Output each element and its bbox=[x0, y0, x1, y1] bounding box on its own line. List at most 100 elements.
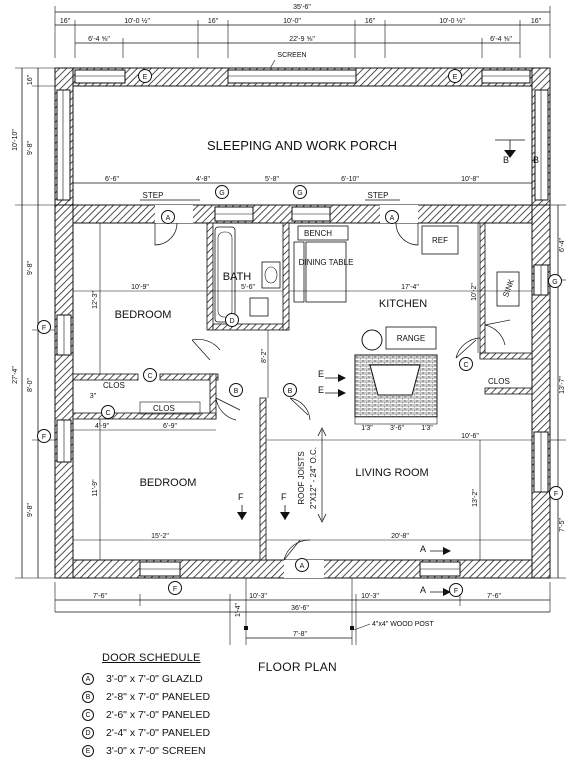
bathroom-fixtures bbox=[214, 226, 281, 323]
dim-left-98b: 9'-8" bbox=[27, 261, 34, 275]
dim-left-16: 16" bbox=[27, 74, 34, 85]
schedule-mark: A bbox=[82, 673, 94, 685]
schedule-mark: C bbox=[82, 709, 94, 721]
door-schedule-title: DOOR SCHEDULE bbox=[102, 652, 201, 664]
dim-porch-58: 5'-8" bbox=[265, 176, 279, 183]
section-label-e-2: E bbox=[318, 385, 324, 395]
room-label-kitchen: KITCHEN bbox=[379, 298, 427, 310]
schedule-mark: B bbox=[82, 691, 94, 703]
bench-label: BENCH bbox=[304, 229, 332, 238]
bottom-dimensions: 7'-6" 10'-3" 10'-3" 7'-6" 36'-6" 7'-8" 1… bbox=[54, 578, 551, 645]
dim-bot-365: 36'-6" bbox=[291, 605, 309, 612]
dim-porch-108: 10'-8" bbox=[461, 176, 479, 183]
porch-dimensions: 6'-6" 4'-8" 5'-8" 6'-10" 10'-8" STEP STE… bbox=[73, 176, 532, 201]
dim-liv-208: 20'-8" bbox=[391, 533, 409, 540]
door-tag-letter: B bbox=[234, 388, 239, 395]
door-tag-circle bbox=[101, 405, 115, 419]
closet-label-1: CLOS bbox=[103, 381, 125, 390]
dim-fp-13: 1'3" bbox=[361, 425, 373, 432]
interior-dimensions: 10'-9" 17'-4" 5'-6" 12'-3" 10'-2" 8'-2" … bbox=[73, 223, 532, 560]
dim-bed-123: 12'-3" bbox=[92, 291, 99, 309]
door-swings bbox=[154, 222, 511, 561]
interior-walls bbox=[72, 222, 533, 561]
schedule-text: 2'-8" x 7'-0" PANELED bbox=[106, 691, 211, 703]
door-tag-letter: B bbox=[288, 388, 293, 395]
door-tag-letter: C bbox=[463, 362, 468, 369]
dim-left-80: 8'-0" bbox=[27, 378, 34, 392]
dim-clos-3: 3" bbox=[90, 393, 97, 400]
closet-label-3: CLOS bbox=[488, 377, 510, 386]
porch-walls bbox=[54, 67, 551, 206]
dim-kit-174: 17'-4" bbox=[401, 284, 419, 291]
dim-right-137: 13'-7" bbox=[559, 376, 566, 394]
dim-bed-152: 15'-2" bbox=[151, 533, 169, 540]
room-label-porch: SLEEPING AND WORK PORCH bbox=[207, 138, 397, 153]
room-label-bath: BATH bbox=[223, 271, 252, 283]
door-tag-letter: C bbox=[105, 410, 110, 417]
dim-clos-69: 6'-9" bbox=[163, 423, 177, 430]
dim-clos-49: 4'-9" bbox=[95, 423, 109, 430]
floor-plan-drawing: 35'-6" 16" 10'-0 ½" 16" 10'-0" 16" 10'-0… bbox=[12, 4, 566, 645]
range-label: RANGE bbox=[397, 334, 425, 343]
door-tag-circle bbox=[449, 583, 463, 597]
dim-bot-103a: 10'-3" bbox=[249, 593, 267, 600]
door-tag-circle bbox=[448, 69, 462, 83]
schedule-text: 3'-0" x 7'-0" SCREEN bbox=[106, 745, 206, 757]
schedule-row: C 2'-6" x 7'-0" PANELED bbox=[82, 706, 282, 724]
dim-top-64a: 6'-4 ⅝" bbox=[88, 36, 110, 43]
screen-note: SCREEN bbox=[277, 52, 306, 59]
roof-joists-line2: 2"X12" - 24" O.C. bbox=[309, 447, 318, 509]
dim-porch-48: 4'-8" bbox=[196, 176, 210, 183]
schedule-row: B 2'-8" x 7'-0" PANELED bbox=[82, 688, 282, 706]
door-tag-letter: G bbox=[219, 190, 224, 197]
dim-top-10a: 10'-0 ½" bbox=[124, 17, 150, 25]
schedule-text: 3'-0" x 7'-0" GLAZLD bbox=[106, 673, 203, 685]
wood-post-note: 4"x4" WOOD POST bbox=[372, 621, 434, 628]
dim-bot-76a: 7'-6" bbox=[93, 593, 107, 600]
section-label-f: F bbox=[238, 492, 244, 502]
dim-bath-56: 5'-6" bbox=[241, 284, 255, 291]
top-dimensions: 35'-6" 16" 10'-0 ½" 16" 10'-0" 16" 10'-0… bbox=[54, 4, 551, 73]
door-tag-circle bbox=[37, 320, 51, 334]
dim-liv-132: 13'-2" bbox=[472, 489, 479, 507]
schedule-row: D 2'-4" x 7'-0" PANELED bbox=[82, 724, 282, 742]
dining-area: BENCH DINING TABLE bbox=[293, 225, 354, 303]
dim-overall-top: 35'-6" bbox=[293, 4, 311, 11]
section-label-e: E bbox=[318, 369, 324, 379]
dining-label: DINING TABLE bbox=[299, 258, 354, 267]
section-label-b: B bbox=[503, 155, 509, 165]
section-label-b-2: B bbox=[533, 155, 539, 165]
dim-left-1010: 10'-10" bbox=[12, 129, 19, 151]
dim-porch-66: 6'-6" bbox=[105, 176, 119, 183]
schedule-text: 2'-4" x 7'-0" PANELED bbox=[106, 727, 211, 739]
door-tag-circle bbox=[549, 486, 563, 500]
door-tag-circle bbox=[168, 581, 182, 595]
section-label-a: A bbox=[420, 544, 426, 554]
roof-joists-line1: ROOF JOISTS bbox=[297, 451, 306, 504]
schedule-text: 2'-6" x 7'-0" PANELED bbox=[106, 709, 211, 721]
dim-top-10c: 10'-0 ½" bbox=[439, 17, 465, 25]
door-tag-letter: F bbox=[173, 586, 177, 593]
dim-top-16c: 16" bbox=[365, 18, 376, 25]
dim-left-274: 27'-4" bbox=[12, 366, 19, 384]
door-tag-letter: D bbox=[229, 318, 234, 325]
dim-top-10b: 10'-0" bbox=[283, 18, 301, 25]
dim-fp-36: 3'-6" bbox=[390, 425, 404, 432]
door-tag-letter: A bbox=[390, 215, 395, 222]
door-tag-circle bbox=[385, 210, 399, 224]
ref-label: REF bbox=[432, 236, 448, 245]
door-tag-letter: G bbox=[552, 279, 557, 286]
dim-top-229: 22'-9 ⅝" bbox=[289, 36, 315, 43]
section-label-a-2: A bbox=[420, 585, 426, 595]
dim-bed-109: 10'-9" bbox=[131, 284, 149, 291]
door-tag-letter: F bbox=[42, 434, 46, 441]
dim-bot-103b: 10'-3" bbox=[361, 593, 379, 600]
door-tag-circle bbox=[283, 383, 297, 397]
schedule-row: A 3'-0" x 7'-0" GLAZLD bbox=[82, 670, 282, 688]
dim-top-16a: 16" bbox=[60, 18, 71, 25]
fireplace: 1'3" 3'-6" 1'3" bbox=[354, 354, 438, 432]
section-markers: F F E E A A bbox=[237, 369, 451, 596]
door-tag-circle bbox=[229, 383, 243, 397]
door-tag-circle bbox=[37, 429, 51, 443]
